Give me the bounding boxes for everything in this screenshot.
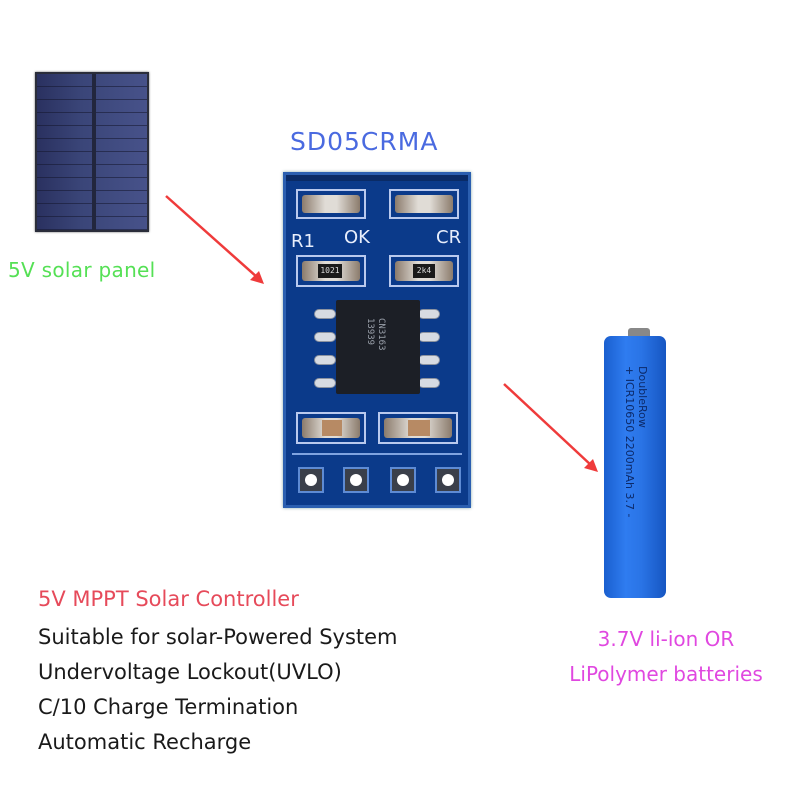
arrow-icon-board-to-battery	[498, 378, 608, 478]
hole-icon	[350, 474, 362, 486]
chip-pin	[418, 332, 440, 342]
board-edge	[286, 175, 468, 181]
silkscreen-ok: OK	[344, 227, 370, 248]
silkscreen-cr: CR	[436, 227, 462, 248]
solar-panel-image	[35, 72, 149, 232]
chip-pin	[418, 309, 440, 319]
led-ok	[302, 195, 360, 213]
hole-icon	[397, 474, 409, 486]
charge-controller-board: R1 OK CR 1021 2k4 CN3163 13939	[283, 172, 471, 508]
controller-chip: CN3163 13939	[336, 300, 420, 394]
chip-marking: CN3163 13939	[365, 318, 386, 351]
chip-pin	[314, 378, 336, 388]
chip-pin	[418, 378, 440, 388]
header-pin-2	[343, 467, 369, 493]
capacitor-c2-body	[408, 420, 430, 436]
feature-item: Suitable for solar-Powered System	[38, 625, 398, 649]
battery-label-line2: LiPolymer batteries	[569, 662, 763, 686]
silkscreen-r1: R1	[291, 231, 315, 252]
resistor-r2-code: 2k4	[413, 264, 435, 278]
battery-label-line1: 3.7V li-ion OR	[597, 627, 735, 651]
battery-label: 3.7V li-ion OR LiPolymer batteries	[546, 622, 786, 692]
battery-brand: DoubleRow	[636, 366, 649, 428]
feature-item: Automatic Recharge	[38, 730, 252, 754]
feature-list: Suitable for solar-Powered System Underv…	[38, 620, 398, 760]
solar-panel-label: 5V solar panel	[8, 258, 156, 282]
led-cr	[395, 195, 453, 213]
capacitor-c2-pad	[378, 412, 458, 444]
battery-terminal	[628, 328, 650, 336]
battery-printed-text: DoubleRow + ICR10650 2200mAh 3.7 -	[623, 366, 649, 517]
battery-image: DoubleRow + ICR10650 2200mAh 3.7 -	[604, 336, 666, 598]
board-divider	[292, 453, 462, 455]
chip-pin	[418, 355, 440, 365]
header-pin-1	[298, 467, 324, 493]
feature-item: Undervoltage Lockout(UVLO)	[38, 660, 342, 684]
hole-icon	[305, 474, 317, 486]
chip-pin	[314, 355, 336, 365]
header-pin-3	[390, 467, 416, 493]
hole-icon	[442, 474, 454, 486]
solar-panel-divider	[92, 74, 96, 230]
chip-pin	[314, 309, 336, 319]
header-pin-4	[435, 467, 461, 493]
led-cr-pad	[389, 189, 459, 219]
chip-pin	[314, 332, 336, 342]
model-label: SD05CRMA	[290, 127, 439, 156]
resistor-r2-pad: 2k4	[389, 255, 459, 287]
resistor-r1-code: 1021	[318, 264, 342, 278]
feature-item: C/10 Charge Termination	[38, 695, 299, 719]
battery-spec: + ICR10650 2200mAh 3.7 -	[623, 366, 636, 518]
capacitor-c1-body	[322, 420, 342, 436]
arrow-icon-solar-to-board	[160, 190, 270, 290]
capacitor-c1-pad	[296, 412, 366, 444]
product-title: 5V MPPT Solar Controller	[38, 587, 299, 611]
resistor-r1-pad: 1021	[296, 255, 366, 287]
led-ok-pad	[296, 189, 366, 219]
